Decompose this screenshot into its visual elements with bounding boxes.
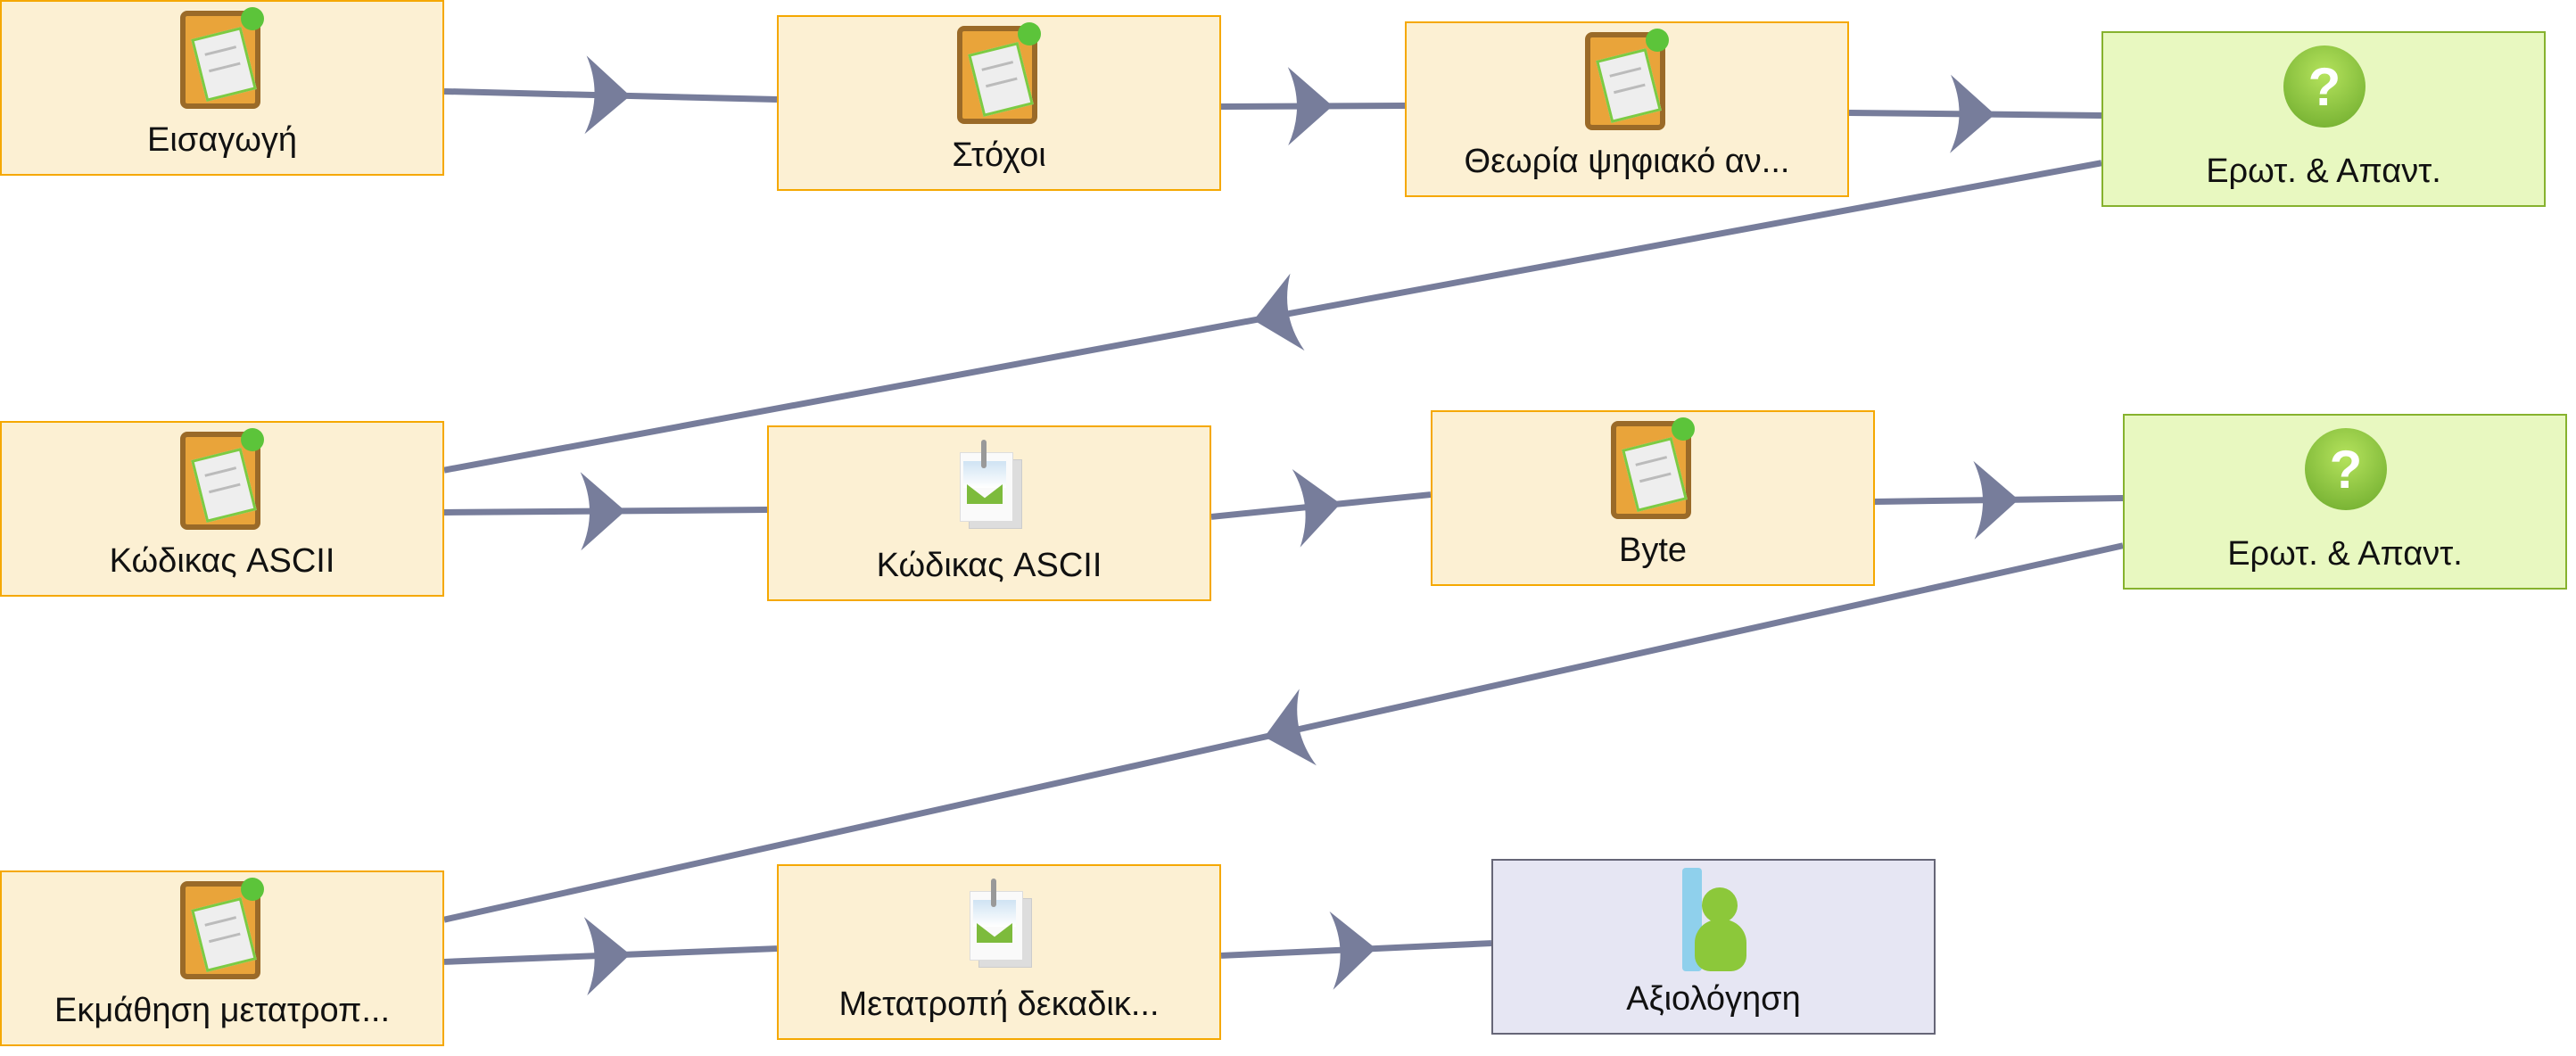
node-label: Byte (1618, 532, 1688, 569)
edge-arrowhead (1329, 911, 1376, 990)
question-icon: ? (2275, 38, 2373, 145)
edge-arrowhead (1253, 273, 1305, 351)
board-icon (173, 878, 271, 985)
board-icon (1604, 417, 1702, 524)
node-label: Κώδικας ASCII (876, 547, 1102, 584)
node-byte[interactable]: Byte (1431, 410, 1875, 586)
node-label: Εκμάθηση μετατροπ... (54, 992, 390, 1029)
node-ekmathisi[interactable]: Εκμάθηση μετατροπ... (0, 870, 444, 1046)
node-theoria[interactable]: Θεωρία ψηφιακό αν... (1405, 21, 1849, 197)
node-label: Θεωρία ψηφιακό αν... (1464, 143, 1790, 180)
node-qa-1[interactable]: ? Ερωτ. & Απαντ. (2101, 31, 2546, 207)
node-ascii-text[interactable]: Κώδικας ASCII (0, 421, 444, 597)
edge-arrowhead (580, 472, 625, 551)
edge-arrowhead (583, 917, 631, 996)
node-label: Κώδικας ASCII (109, 542, 335, 580)
edge-arrowhead (1292, 469, 1341, 548)
image-icon (950, 871, 1048, 978)
node-label: Ερωτ. & Απαντ. (2227, 535, 2463, 573)
board-icon (173, 7, 271, 114)
image-icon (940, 433, 1038, 540)
edge-arrowhead (1973, 460, 2019, 540)
node-ascii-image[interactable]: Κώδικας ASCII (767, 425, 1211, 601)
node-axiologisi[interactable]: Αξιολόγηση (1491, 859, 1936, 1035)
node-metatropi[interactable]: Μετατροπή δεκαδικ... (777, 864, 1221, 1040)
edge-arrowhead (1287, 67, 1333, 146)
node-qa-2[interactable]: ? Ερωτ. & Απαντ. (2123, 414, 2567, 590)
node-label: Μετατροπή δεκαδικ... (838, 986, 1160, 1023)
edge-arrowhead (1264, 689, 1317, 766)
node-stoxoi[interactable]: Στόχοι (777, 15, 1221, 191)
node-label: Εισαγωγή (146, 121, 297, 159)
node-label: Στόχοι (952, 136, 1046, 174)
evaluation-icon (1664, 866, 1763, 973)
board-icon (1578, 29, 1676, 136)
node-label: Ερωτ. & Απαντ. (2206, 153, 2441, 190)
node-eisagogi[interactable]: Εισαγωγή (0, 0, 444, 176)
node-label: Αξιολόγηση (1626, 980, 1801, 1018)
edge-arrowhead (584, 55, 631, 135)
board-icon (173, 428, 271, 535)
board-icon (950, 22, 1048, 129)
edge-arrowhead (1950, 74, 1995, 153)
question-icon: ? (2296, 421, 2394, 528)
